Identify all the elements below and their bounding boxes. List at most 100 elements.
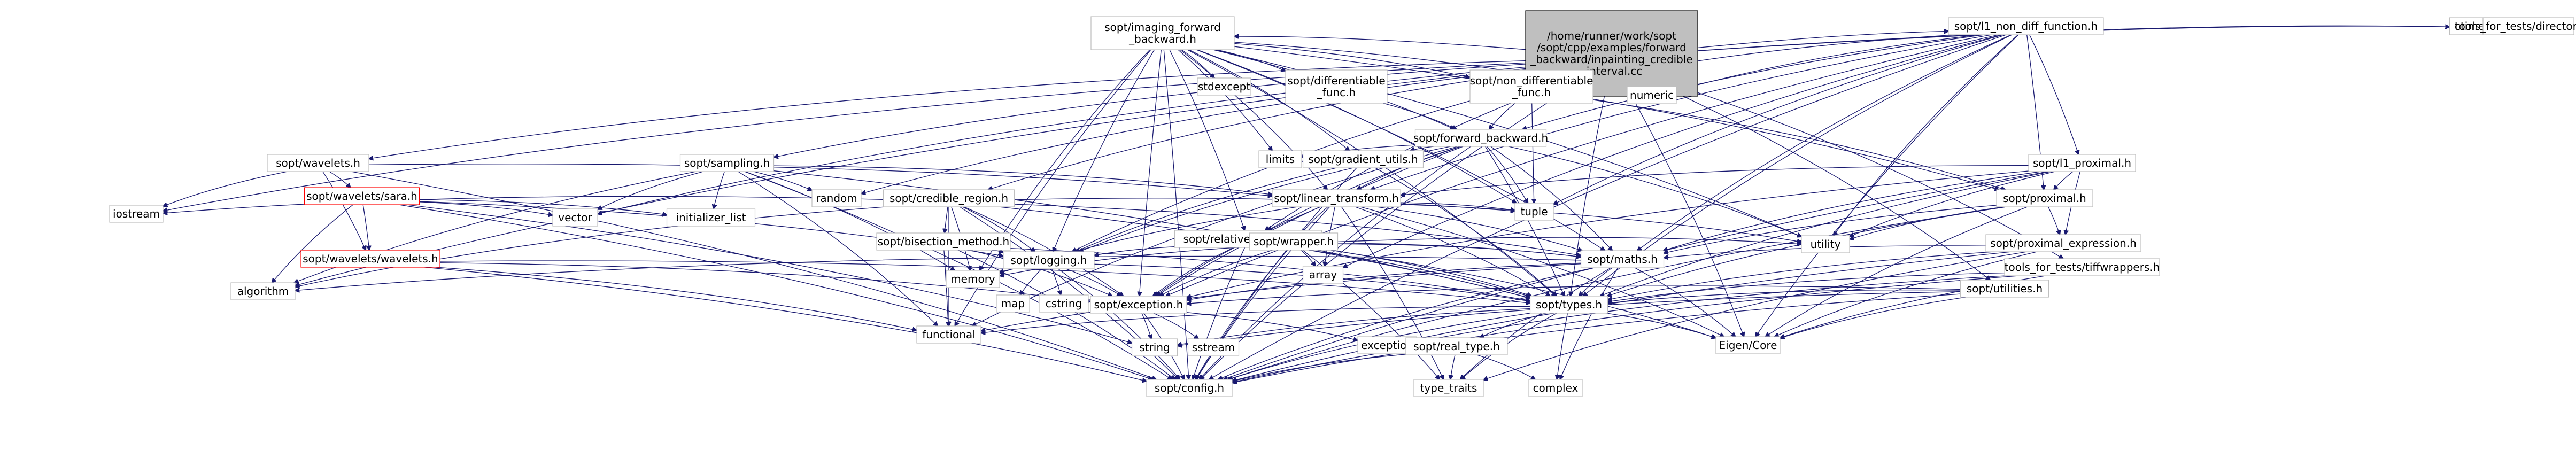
node-iostream[interactable]: iostream — [109, 205, 164, 223]
node-box-numeric — [1627, 86, 1677, 104]
node-label-real_type: sopt/real_type.h — [1413, 340, 1500, 353]
edge-credible_region-to-bisection — [945, 206, 948, 233]
node-box-iostream — [109, 205, 164, 223]
edge-proximal_expression-to-config — [1232, 251, 2012, 381]
node-tiffwrappers[interactable]: tools_for_tests/tiffwrappers.h — [2004, 258, 2160, 276]
edge-sampling-to-random — [753, 171, 812, 190]
node-label-imaging_fb: sopt/imaging_forward — [1104, 21, 1221, 34]
node-box-tools_dirs — [2482, 17, 2574, 35]
edge-types-to-real_type — [1480, 313, 1546, 338]
node-linear_transform[interactable]: sopt/linear_transform.h — [1272, 189, 1401, 207]
edge-maths-to-algorithm — [295, 255, 1581, 290]
node-functional[interactable]: functional — [916, 325, 981, 344]
edge-utilities-to-exception_h — [1187, 285, 1961, 304]
edge-l1_proximal-to-types — [1600, 171, 2052, 296]
node-box-real_type — [1405, 337, 1508, 355]
node-credible_region[interactable]: sopt/credible_region.h — [883, 189, 1015, 207]
node-forward_backward[interactable]: sopt/forward_backward.h — [1413, 129, 1548, 147]
node-tools_dirs[interactable]: tools_for_tests/directories.h — [2455, 17, 2576, 35]
node-array[interactable]: array — [1302, 266, 1344, 284]
node-proximal[interactable]: sopt/proximal.h — [1996, 189, 2093, 207]
edge-imaging_fb-to-logging — [1053, 49, 1155, 252]
node-vector[interactable]: vector — [552, 208, 598, 227]
node-proximal_expression[interactable]: sopt/proximal_expression.h — [1985, 234, 2141, 252]
node-exception_h[interactable]: sopt/exception.h — [1090, 296, 1187, 314]
node-label-l1_non_diff: sopt/l1_non_diff_function.h — [1954, 20, 2098, 33]
node-box-stdexcept — [1197, 77, 1251, 96]
edge-proximal-to-proximal_expression — [2048, 206, 2060, 235]
node-label-tuple: tuple — [1520, 205, 1548, 218]
edge-forward_backward-to-relative_variation — [1268, 146, 1461, 230]
node-types[interactable]: sopt/types.h — [1529, 296, 1608, 314]
edge-linear_transform-to-type_traits — [1341, 206, 1444, 379]
node-l1_non_diff[interactable]: sopt/l1_non_diff_function.h — [1948, 17, 2104, 35]
node-algorithm[interactable]: algorithm — [230, 282, 296, 300]
edge-l1_proximal-to-linear_transform — [1401, 165, 2029, 196]
node-initializer_list[interactable]: initializer_list — [666, 208, 756, 227]
node-root[interactable]: /home/runner/work/sopt/sopt/cpp/examples… — [1525, 10, 1698, 97]
node-label-gradient_utils: sopt/gradient_utils.h — [1308, 153, 1418, 166]
node-box-sampling — [679, 154, 775, 172]
edge-non_diff_func-to-forward_backward — [1489, 103, 1515, 129]
node-box-utilities — [1960, 280, 2049, 298]
node-string[interactable]: string — [1131, 338, 1178, 356]
edge-l1_non_diff-to-linear_transform — [1371, 34, 1992, 190]
node-box-wavelets_wavelets — [300, 250, 440, 268]
node-sara[interactable]: sopt/wavelets/sara.h — [304, 187, 420, 205]
node-real_type[interactable]: sopt/real_type.h — [1405, 337, 1508, 355]
edge-types-to-string — [1178, 308, 1530, 345]
node-sstream[interactable]: sstream — [1187, 338, 1240, 356]
node-imaging_fb[interactable]: sopt/imaging_forward_backward.h — [1090, 16, 1235, 50]
node-non_diff_func[interactable]: sopt/non_differentiable_func.h — [1469, 69, 1593, 104]
node-limits[interactable]: limits — [1258, 150, 1302, 168]
edge-wrapper-to-utility — [1337, 237, 1802, 244]
node-eigen_core[interactable]: Eigen/Core — [1715, 336, 1781, 354]
node-config[interactable]: sopt/config.h — [1146, 379, 1233, 397]
node-map[interactable]: map — [996, 294, 1030, 313]
node-label-maths: sopt/maths.h — [1587, 253, 1658, 266]
node-box-logging — [1003, 251, 1095, 269]
node-diff_func[interactable]: sopt/differentiable_func.h — [1285, 69, 1388, 104]
node-stdexcept[interactable]: stdexcept — [1197, 77, 1251, 96]
node-maths[interactable]: sopt/maths.h — [1580, 250, 1665, 268]
node-logging[interactable]: sopt/logging.h — [1003, 251, 1095, 269]
node-box-l1_proximal — [2028, 154, 2136, 172]
edge-real_type-to-complex — [1476, 354, 1535, 379]
edge-forward_backward-to-utility — [1508, 146, 1801, 237]
edge-non_diff_func-to-proximal — [1592, 99, 2006, 190]
node-memory[interactable]: memory — [946, 270, 1000, 288]
edge-maths-to-functional — [981, 263, 1581, 331]
node-wrapper[interactable]: sopt/wrapper.h — [1249, 232, 1339, 251]
node-cstring[interactable]: cstring — [1039, 294, 1089, 313]
edge-sara-to-string — [406, 204, 1132, 343]
node-gradient_utils[interactable]: sopt/gradient_utils.h — [1302, 150, 1424, 168]
edge-proximal-to-eigen_core — [1765, 206, 2028, 337]
node-type_traits[interactable]: type_traits — [1413, 379, 1484, 397]
node-complex[interactable]: complex — [1528, 379, 1583, 397]
node-wavelets_wavelets[interactable]: sopt/wavelets/wavelets.h — [300, 250, 440, 268]
node-box-string — [1131, 338, 1178, 356]
node-box-credible_region — [883, 189, 1015, 207]
node-box-tuple — [1514, 203, 1554, 221]
node-l1_proximal[interactable]: sopt/l1_proximal.h — [2028, 154, 2136, 172]
edge-wavelets_wavelets-to-functional — [435, 267, 917, 330]
node-label-vector: vector — [558, 211, 592, 224]
edge-tiffwrappers-to-exception — [1417, 275, 2006, 342]
edge-exception_h-to-sstream — [1153, 313, 1198, 339]
edge-wavelets-to-sara — [329, 171, 351, 188]
node-box-tiffwrappers — [2004, 258, 2160, 276]
edge-root-to-tiffwrappers — [1697, 92, 2063, 259]
node-sampling[interactable]: sopt/sampling.h — [679, 154, 775, 172]
node-random[interactable]: random — [811, 189, 862, 207]
node-numeric[interactable]: numeric — [1627, 86, 1677, 104]
edge-wrapper-to-memory — [1000, 246, 1250, 276]
edge-imaging_fb-to-gradient_utils — [1189, 49, 1349, 151]
node-box-types — [1529, 296, 1608, 314]
edge-credible_region-to-algorithm — [295, 206, 886, 287]
node-wavelets[interactable]: sopt/wavelets.h — [267, 154, 369, 172]
node-utilities[interactable]: sopt/utilities.h — [1960, 280, 2049, 298]
node-bisection[interactable]: sopt/bisection_method.h — [876, 232, 1011, 251]
node-utility[interactable]: utility — [1801, 235, 1850, 253]
node-tuple[interactable]: tuple — [1514, 203, 1554, 221]
node-label-algorithm: algorithm — [237, 285, 289, 298]
